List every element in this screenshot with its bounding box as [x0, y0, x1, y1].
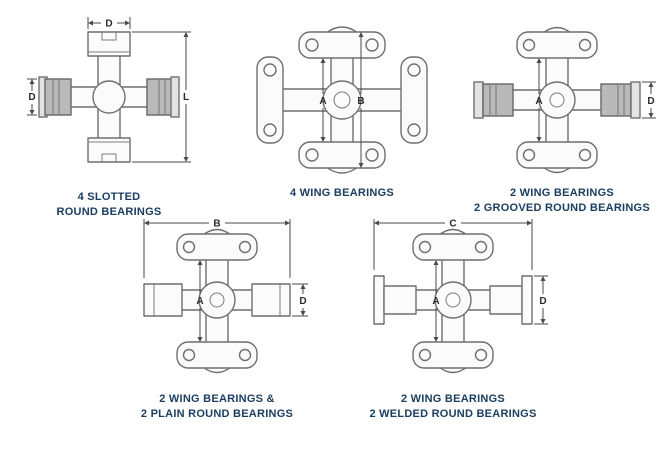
grooved-cup-right [600, 81, 641, 119]
caption-2-wing-2-grooved: 2 WING BEARINGS 2 GROOVED ROUND BEARINGS [474, 186, 650, 216]
cross-body [68, 51, 150, 143]
wing-bearing-left [256, 56, 284, 144]
caption-4-slotted-round-bearings: 4 SLOTTED ROUND BEARINGS [57, 190, 162, 220]
welded-cup-left [373, 275, 417, 325]
wing-bearing-top [516, 26, 598, 59]
caption-line: 4 WING BEARINGS [290, 187, 394, 199]
dimension-c: C [373, 219, 533, 270]
dimension-a: A [535, 58, 543, 142]
dim-label-a: A [319, 96, 326, 107]
wing-bearing-bottom [412, 341, 494, 374]
dimension-d-top: D [87, 17, 131, 30]
caption-2-wing-2-welded: 2 WING BEARINGS 2 WELDED ROUND BEARINGS [369, 392, 536, 422]
wing-bearing-top [176, 228, 258, 261]
wing-bearing-top [412, 228, 494, 261]
dim-label-d-left: D [28, 92, 35, 103]
dimension-d: D [642, 81, 656, 119]
wing-bearing-bottom [176, 341, 258, 374]
dimension-b: B [143, 219, 291, 278]
caption-2-wing-2-plain: 2 WING BEARINGS & 2 PLAIN ROUND BEARINGS [141, 392, 293, 422]
caption-line: 2 WELDED ROUND BEARINGS [369, 407, 537, 420]
wing-bearing-bottom [516, 141, 598, 174]
diagram-2-wing-2-grooved-round-bearings: A D 2 WING BEARINGS 2 GROOVED ROUND BEAR… [462, 20, 662, 216]
caption-line: 4 SLOTTED [77, 191, 141, 203]
dim-label-c: C [449, 219, 456, 230]
slotted-cup-bottom [87, 137, 131, 163]
dimension-d: D [534, 275, 548, 325]
grooved-cup-left [473, 81, 514, 119]
cross-body [161, 251, 273, 349]
caption-line: ROUND BEARINGS [56, 205, 162, 218]
dimension-b: B [357, 32, 365, 168]
cross-body [397, 251, 509, 349]
dimension-d: D [292, 283, 308, 317]
wing-bearing-bottom [298, 141, 386, 174]
slotted-cup-top [87, 31, 131, 57]
dimension-a: A [432, 260, 440, 342]
caption-line: 2 WING BEARINGS & [159, 393, 275, 405]
diagram-2-wing-2-plain-round-bearings: B A D 2 WING BEARINGS & 2 PLAIN ROUND [112, 214, 322, 422]
plain-cup-right [251, 283, 291, 317]
dim-label-l: L [183, 92, 189, 103]
dimension-l-right: L [132, 31, 191, 163]
dim-label-b: B [213, 219, 220, 230]
caption-line: 2 WING BEARINGS [401, 393, 505, 405]
cross-body [280, 51, 404, 149]
slotted-round-bearings-drawing: D D L [27, 17, 191, 163]
wing-bearing-right [400, 56, 428, 144]
wing-bearing-top [298, 26, 386, 59]
round-cup-right [146, 76, 180, 118]
welded-round-bearings-drawing: C A D [373, 219, 548, 374]
diagram-4-slotted-round-bearings: D D L 4 SLOTTED ROU [16, 12, 202, 220]
dim-label-d: D [299, 296, 306, 307]
four-wing-bearings-drawing: A B [256, 26, 428, 174]
dim-label-d-top: D [105, 19, 112, 30]
dim-label-d: D [647, 96, 654, 107]
dim-label-a: A [196, 296, 203, 307]
dim-label-a: A [535, 96, 542, 107]
welded-cup-right [489, 275, 533, 325]
grooved-round-bearings-drawing: A D [473, 26, 656, 174]
dimension-a: A [319, 58, 327, 142]
caption-line: 2 WING BEARINGS [510, 187, 614, 199]
dimension-a: A [196, 260, 204, 342]
dim-label-a: A [432, 296, 439, 307]
diagram-2-wing-2-welded-round-bearings: C A D 2 WING BEARINGS 2 WELDED ROUND [348, 214, 558, 422]
dim-label-b: B [357, 96, 364, 107]
plain-cup-left [143, 283, 183, 317]
dim-label-d: D [539, 296, 546, 307]
diagram-4-wing-bearings: A B 4 WING BEARINGS [246, 20, 438, 201]
cross-body [501, 51, 613, 149]
plain-round-bearings-drawing: B A D [143, 219, 308, 374]
caption-line: 2 GROOVED ROUND BEARINGS [474, 201, 650, 214]
dimension-d-left: D [27, 78, 37, 116]
caption-4-wing-bearings: 4 WING BEARINGS [290, 186, 394, 201]
round-cup-left [38, 76, 72, 118]
caption-line: 2 PLAIN ROUND BEARINGS [140, 407, 294, 420]
